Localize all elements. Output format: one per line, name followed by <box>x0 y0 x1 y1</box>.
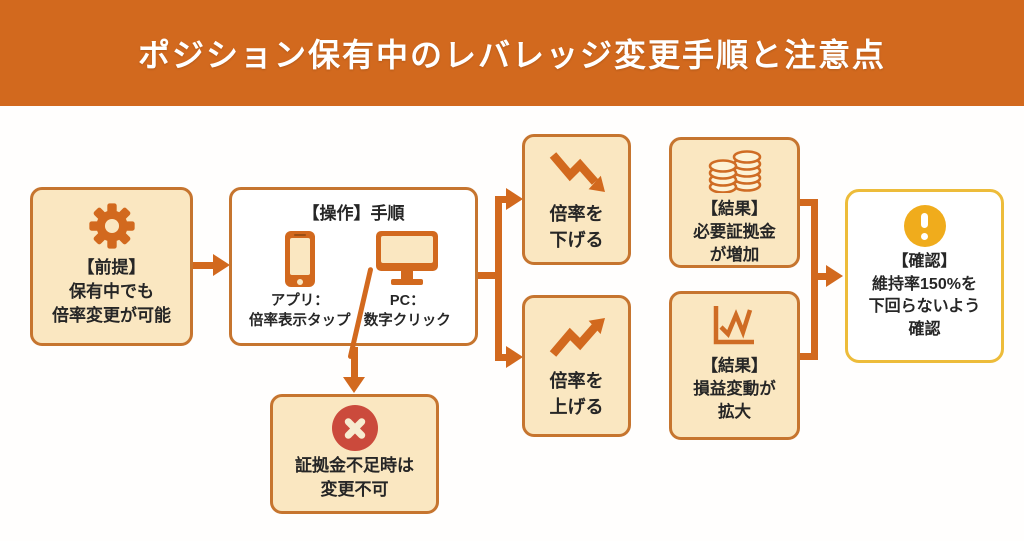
coins-icon <box>707 147 763 198</box>
operation-box: 【操作】手順 アプリ： 倍率表示タップ PC： 数字クリッ <box>229 187 478 360</box>
page-title: ポジション保有中のレバレッジ変更手順と注意点 <box>137 37 886 73</box>
raise-leverage-box: 倍率を 上げる <box>522 295 631 437</box>
raise-line: 上げる <box>549 396 604 417</box>
error-x-icon <box>331 405 378 451</box>
arrowhead-merge-confirm <box>826 265 843 287</box>
confirm-line: 【確認】 <box>892 253 957 270</box>
connector-merge-top <box>800 199 816 206</box>
arrowhead-branch-top <box>506 188 523 210</box>
connector-merge-bottom <box>800 353 816 360</box>
insufficient-line: 変更不可 <box>320 480 389 500</box>
gear-icon <box>87 201 137 256</box>
app-method: アプリ： 倍率表示タップ <box>246 224 354 343</box>
premise-line: 【前提】 <box>77 258 146 277</box>
insufficient-margin-box: 証拠金不足時は 変更不可 <box>270 394 439 514</box>
monitor-icon <box>376 231 439 287</box>
alert-icon <box>903 205 946 247</box>
trend-down-icon <box>548 149 606 200</box>
confirm-line: 確認 <box>908 321 941 339</box>
confirm-box: 【確認】 維持率150%を 下回らないよう 確認 <box>845 189 1004 363</box>
margin-line: 必要証拠金 <box>693 222 776 241</box>
raise-line: 倍率を <box>549 371 604 391</box>
connector-branch-stub <box>478 272 498 279</box>
connector-operation-insufficient <box>351 347 358 379</box>
premise-line: 保有中でも <box>69 282 154 302</box>
chart-icon <box>709 303 761 352</box>
pnl-line: 拡大 <box>718 402 751 421</box>
smartphone-icon <box>284 231 315 287</box>
operation-title: 【操作】手順 <box>302 204 405 223</box>
margin-increase-box: 【結果】 必要証拠金 が増加 <box>669 137 800 268</box>
arrowhead-operation-insufficient <box>343 377 365 393</box>
header-banner: ポジション保有中のレバレッジ変更手順と注意点 <box>0 0 1024 106</box>
margin-line: 【結果】 <box>701 200 768 218</box>
pc-method-label: PC： <box>389 293 425 309</box>
lower-line: 下げる <box>549 229 604 250</box>
connector-premise-operation <box>193 262 215 269</box>
connector-branch-top <box>500 196 508 203</box>
connector-branch-vertical <box>495 196 502 361</box>
trend-up-icon <box>548 314 606 365</box>
pnl-line: 【結果】 <box>701 357 768 375</box>
lower-line: 倍率を <box>549 204 604 224</box>
arrowhead-premise-operation <box>213 254 230 276</box>
pnl-expand-box: 【結果】 損益変動が 拡大 <box>669 291 800 440</box>
arrowhead-branch-bottom <box>506 346 523 368</box>
app-method-label: 倍率表示タップ <box>249 313 351 329</box>
pnl-line: 損益変動が <box>693 379 776 398</box>
insufficient-line: 証拠金不足時は <box>295 456 414 475</box>
premise-line: 倍率変更が可能 <box>52 306 171 326</box>
premise-box: 【前提】 保有中でも 倍率変更が可能 <box>30 187 193 346</box>
lower-leverage-box: 倍率を 下げる <box>522 134 631 265</box>
confirm-line: 維持率150%を <box>872 275 977 293</box>
margin-line: が増加 <box>709 245 760 264</box>
confirm-line: 下回らないよう <box>868 298 981 316</box>
app-method-label: アプリ： <box>270 293 329 309</box>
connector-branch-bottom <box>500 354 508 361</box>
connector-merge-arrow <box>814 273 828 280</box>
pc-method-label: 数字クリック <box>363 313 451 329</box>
operation-methods: アプリ： 倍率表示タップ PC： 数字クリック <box>232 224 475 360</box>
pc-method: PC： 数字クリック <box>354 224 462 343</box>
